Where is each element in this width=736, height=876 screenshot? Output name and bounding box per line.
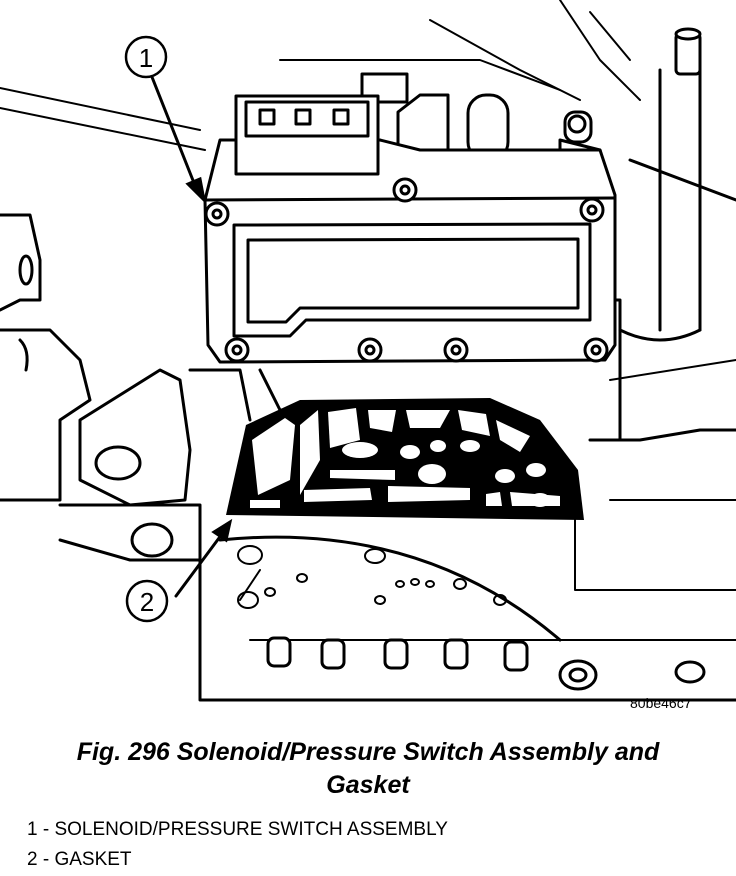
legend-item-2: 2 - GASKET [27,849,132,870]
transmission-case-outline [0,0,736,702]
leader-arrow-1 [148,70,207,205]
caption-line-2: Gasket [326,771,410,799]
legend: 1 - SOLENOID/PRESSURE SWITCH ASSEMBLY 2 … [27,815,448,875]
gasket [226,398,584,520]
callout-2-number: 2 [140,587,154,617]
housing-bolts [204,114,609,363]
caption-line-1: Fig. 296 Solenoid/Pressure Switch Assemb… [76,738,660,766]
callout-1-number: 1 [139,43,153,73]
legend-item-1: 1 - SOLENOID/PRESSURE SWITCH ASSEMBLY [27,819,448,840]
callout-1: 1 [124,35,168,79]
solenoid-pressure-switch-assembly [203,72,617,364]
figure-caption: Fig. 296 Solenoid/Pressure Switch Assemb… [0,736,736,802]
technical-diagram: 1 2 80be46c7 [0,0,736,711]
leader-arrow-2 [174,518,233,598]
image-code: 80be46c7 [630,695,692,711]
callout-2: 2 [125,579,169,623]
